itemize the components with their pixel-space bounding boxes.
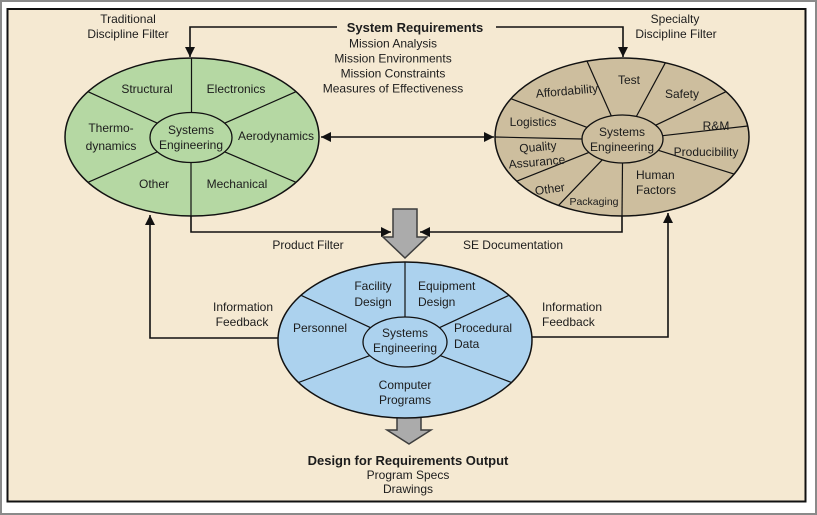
segment-label-producibility: Producibility xyxy=(674,145,739,159)
segment-label-human-factors-line2: Factors xyxy=(636,183,676,197)
segment-label-computer-programs-line2: Programs xyxy=(379,393,431,407)
system-requirements-item-2: Mission Environments xyxy=(334,52,451,66)
segment-label-structural: Structural xyxy=(121,82,172,96)
information-feedback-left-line1: Information xyxy=(213,300,273,314)
traditional-filter-label-line2: Discipline Filter xyxy=(87,27,168,41)
segment-label-safety: Safety xyxy=(665,87,699,101)
segment-label-equipment-design-line2: Design xyxy=(418,295,455,309)
specialty-segment-dividers xyxy=(494,60,748,217)
specialty-center-ellipse xyxy=(581,114,664,164)
output-item-1: Program Specs xyxy=(367,468,450,482)
segment-label-facility-design-line2: Design xyxy=(354,295,391,309)
traditional-discipline-ellipse: Systems Engineering Structural Electroni… xyxy=(64,57,320,217)
segment-label-test: Test xyxy=(618,73,641,87)
segment-label-affordability: Affordability xyxy=(535,81,598,100)
traditional-center-label-line2: Engineering xyxy=(159,138,223,152)
down-arrow-to-design-ellipse xyxy=(381,208,429,260)
system-requirements-item-3: Mission Constraints xyxy=(341,67,446,81)
segment-label-mechanical: Mechanical xyxy=(207,177,268,191)
information-feedback-right-line2: Feedback xyxy=(542,315,596,329)
traditional-center-label-line1: Systems xyxy=(168,123,214,137)
information-feedback-right-arrow xyxy=(532,213,673,338)
segment-label-equipment-design-line1: Equipment xyxy=(418,279,476,293)
segment-label-other-traditional: Other xyxy=(139,177,169,191)
segment-label-quality-assurance-line2: Assurance xyxy=(508,153,566,172)
specialty-filter-label-line2: Discipline Filter xyxy=(635,27,716,41)
segment-label-aerodynamics: Aerodynamics xyxy=(238,129,314,143)
segment-label-computer-programs-line1: Computer xyxy=(379,378,432,392)
information-feedback-left-arrow xyxy=(145,215,278,339)
specialty-center-label-line2: Engineering xyxy=(590,140,654,154)
segment-label-quality-assurance-line1: Quality xyxy=(519,138,557,155)
segment-label-logistics: Logistics xyxy=(510,115,557,129)
down-arrow-to-output xyxy=(384,416,434,445)
segment-label-r-and-m: R&M xyxy=(703,119,730,133)
traditional-segment-dividers xyxy=(87,58,297,216)
segment-label-packaging: Packaging xyxy=(569,196,618,208)
traditional-filter-label-line1: Traditional xyxy=(100,12,156,26)
connector-lines xyxy=(145,26,673,339)
segment-label-procedural-data-line1: Procedural xyxy=(454,321,512,335)
se-documentation-label: SE Documentation xyxy=(463,238,563,252)
design-center-label-line2: Engineering xyxy=(373,341,437,355)
specialty-filter-label-line1: Specialty xyxy=(651,12,700,26)
design-segment-dividers xyxy=(298,262,512,384)
specialty-discipline-ellipse: Systems Engineering Affordability Test S… xyxy=(494,57,750,217)
se-documentation-arrow xyxy=(420,216,623,237)
segment-label-procedural-data-line2: Data xyxy=(454,337,480,351)
specialty-center-label-line1: Systems xyxy=(599,125,645,139)
segment-label-thermodynamics-line2: dynamics xyxy=(86,139,137,153)
segment-label-personnel: Personnel xyxy=(293,321,347,335)
segment-label-electronics: Electronics xyxy=(207,82,266,96)
product-filter-label: Product Filter xyxy=(272,238,343,252)
design-output-ellipse: Systems Engineering Facility Design Equi… xyxy=(277,261,533,419)
design-center-ellipse xyxy=(362,316,448,368)
information-feedback-left-line2: Feedback xyxy=(216,315,270,329)
design-center-label-line1: Systems xyxy=(382,326,428,340)
traditional-center-ellipse xyxy=(149,111,233,164)
system-requirements-title: System Requirements xyxy=(347,20,484,35)
output-item-2: Drawings xyxy=(383,482,433,496)
system-requirements-item-4: Measures of Effectiveness xyxy=(323,82,464,96)
system-requirements-item-1: Mission Analysis xyxy=(349,37,437,51)
segment-label-thermodynamics-line1: Thermo- xyxy=(88,121,133,135)
product-filter-arrow xyxy=(190,216,391,237)
system-requirements-to-traditional-arrow xyxy=(185,26,337,57)
segment-label-facility-design-line1: Facility xyxy=(354,279,391,293)
segment-label-human-factors-line1: Human xyxy=(636,168,675,182)
system-requirements-to-specialty-arrow xyxy=(496,26,628,57)
information-feedback-right-line1: Information xyxy=(542,300,602,314)
output-title: Design for Requirements Output xyxy=(308,453,509,468)
segment-label-other-specialty: Other xyxy=(534,180,566,198)
